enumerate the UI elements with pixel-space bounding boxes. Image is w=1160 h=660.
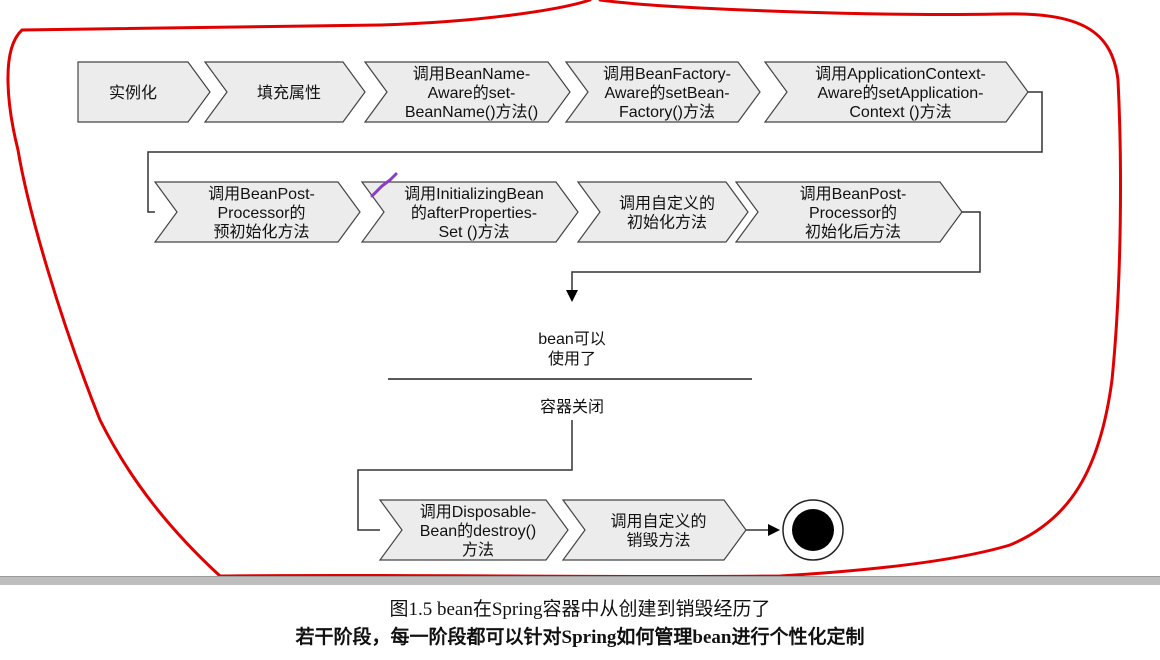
step-r1-1: 实例化 xyxy=(77,61,211,123)
chevron-shape xyxy=(203,61,366,123)
chevron-shape xyxy=(360,181,579,243)
chevron-shape xyxy=(734,181,963,243)
chevron-shape xyxy=(561,499,747,561)
bean-lifecycle-diagram: 实例化 填充属性 调用BeanName-Aware的set-BeanName()方法… xyxy=(6,0,1122,579)
step-label-line: 填充属性 xyxy=(257,84,321,102)
step-label-line: 调用BeanFactory- xyxy=(603,65,731,83)
step-label-line: 调用ApplicationContext- xyxy=(815,65,986,83)
step-label-line: Bean的destroy() xyxy=(420,522,537,540)
step-r1-5: 调用ApplicationContext-Aware的setApplicatio… xyxy=(763,61,1029,123)
step-label-line: 销毁方法 xyxy=(626,532,690,550)
step-label-line: 方法 xyxy=(462,541,494,559)
step-label-line: Context ()方法 xyxy=(849,103,951,121)
state-ready-line-2: 使用了 xyxy=(548,350,596,368)
step-label-line: Processor的 xyxy=(217,204,305,222)
step-label-line: 调用自定义的 xyxy=(619,195,715,213)
step-label-line: 调用自定义的 xyxy=(610,513,706,531)
step-r1-2: 填充属性 xyxy=(203,61,366,123)
step-label-line: 实例化 xyxy=(109,84,157,102)
step-label-line: BeanName()方法() xyxy=(405,103,538,121)
step-label-line: Factory()方法 xyxy=(619,103,715,121)
step-label-line: 初始化方法 xyxy=(627,214,707,232)
chevron-shape xyxy=(378,499,569,561)
step-label-line: 调用BeanName- xyxy=(413,65,530,83)
chevron-shape xyxy=(564,61,761,123)
step-label-line: 预初始化方法 xyxy=(213,223,309,241)
chevron-shape xyxy=(576,181,749,243)
chevron-shape xyxy=(363,61,571,123)
steps-layer: 实例化 填充属性 调用BeanName-Aware的set-BeanName()方法… xyxy=(77,61,1029,561)
step-label-line: 的afterProperties- xyxy=(411,204,537,222)
step-r3-1: 调用Disposable-Bean的destroy()方法 xyxy=(378,499,569,561)
caption-divider-bar xyxy=(0,576,1160,585)
step-label-line: 调用BeanPost- xyxy=(800,185,907,203)
step-label-line: Aware的setApplication- xyxy=(817,84,983,102)
step-r1-3: 调用BeanName-Aware的set-BeanName()方法() xyxy=(363,61,571,123)
state-ready-line-1: bean可以 xyxy=(538,331,606,348)
step-label-line: 初始化后方法 xyxy=(805,223,901,241)
chevron-shape xyxy=(763,61,1029,123)
step-label-line: Aware的set- xyxy=(428,84,516,102)
connector-row2-to-ready xyxy=(566,211,981,302)
pen-mark xyxy=(370,172,398,198)
chevron-shape xyxy=(153,181,361,243)
step-label-line: Aware的setBean- xyxy=(604,84,729,102)
step-label-line: 调用InitializingBean xyxy=(404,185,544,203)
chevron-shape xyxy=(77,61,211,123)
connector-row1-to-row2 xyxy=(147,91,1043,213)
step-label-line: Processor的 xyxy=(809,204,897,222)
connector-close-to-row3 xyxy=(357,420,573,531)
step-r1-4: 调用BeanFactory-Aware的setBean-Factory()方法 xyxy=(564,61,761,123)
state-container-closed: 容器关闭 xyxy=(540,398,604,416)
figure-caption-line-2: 若干阶段，每一阶段都可以针对Spring如何管理bean进行个性化定制 xyxy=(295,627,865,648)
end-state-icon xyxy=(782,499,844,561)
flow-connectors xyxy=(147,91,1043,536)
step-label-line: Set ()方法 xyxy=(438,223,509,241)
step-label-line: 调用BeanPost- xyxy=(208,185,315,203)
step-label-line: 调用Disposable- xyxy=(420,503,537,521)
figure-caption-line-1: 图1.5 bean在Spring容器中从创建到销毁经历了 xyxy=(389,599,771,620)
